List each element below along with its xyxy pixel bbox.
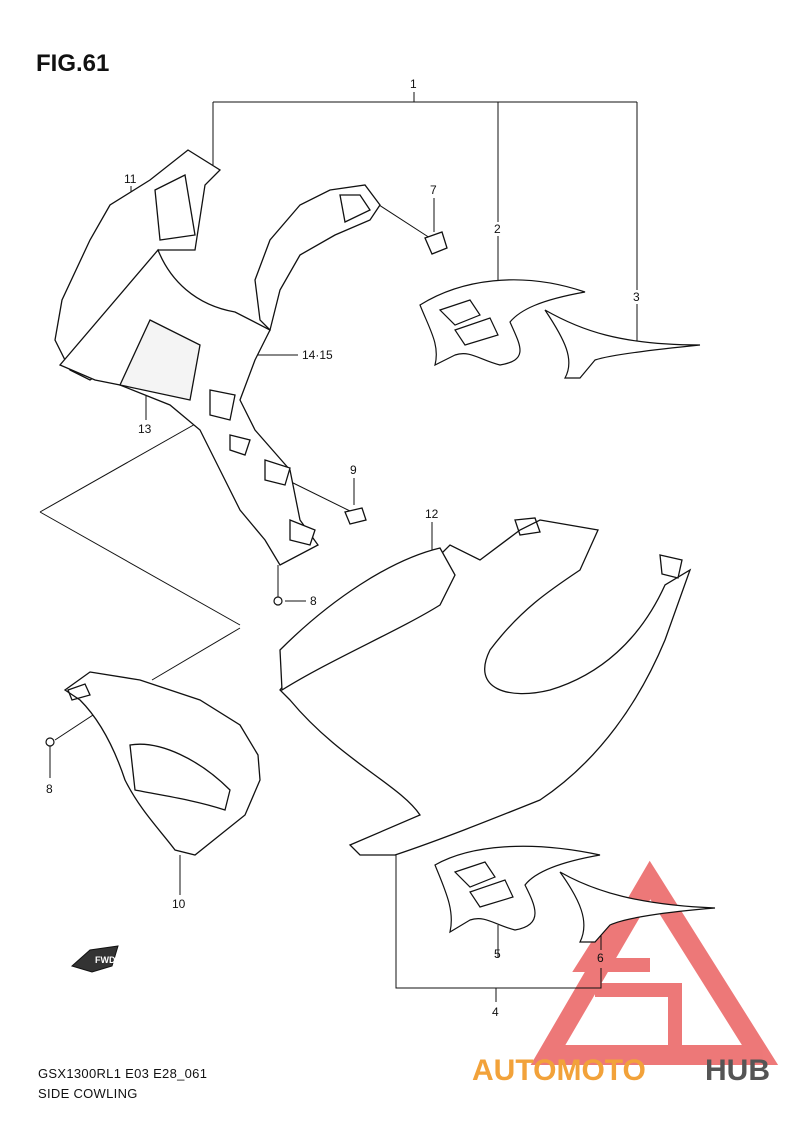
callout-7: 7 xyxy=(430,183,437,197)
callout-9: 9 xyxy=(350,463,357,477)
nut-9 xyxy=(344,507,367,525)
leader-lines xyxy=(39,92,638,1002)
watermark-text: AUTOMOTO HUB xyxy=(472,1054,770,1087)
decal-6 xyxy=(559,871,716,943)
callout-3: 3 xyxy=(633,290,640,304)
callout-11: 11 xyxy=(124,172,137,186)
callout-5: 5 xyxy=(494,947,501,961)
decal-5 xyxy=(434,845,601,934)
inner-panel-11 xyxy=(54,149,319,566)
decal-2 xyxy=(419,279,586,367)
callout-4: 4 xyxy=(492,1005,499,1019)
callout-2: 2 xyxy=(494,222,501,236)
callout-10: 10 xyxy=(172,897,186,911)
callout-6: 6 xyxy=(597,951,604,965)
callout-1: 1 xyxy=(410,77,417,91)
side-cowling-12 xyxy=(279,517,692,856)
section-name: SIDE COWLING xyxy=(38,1086,138,1101)
callout-13: 13 xyxy=(138,422,152,436)
callout-12: 12 xyxy=(425,507,439,521)
callout-8-lower: 8 xyxy=(46,782,53,796)
watermark-part1: AUTOMOTO xyxy=(472,1054,646,1087)
fwd-arrow-icon: FWD xyxy=(70,945,119,973)
watermark-logo xyxy=(530,860,779,1065)
decal-3 xyxy=(544,309,701,379)
watermark-part2: HUB xyxy=(705,1054,770,1087)
lower-panel-10 xyxy=(63,671,261,856)
inner-panel-14-15 xyxy=(254,184,381,332)
callout-8-upper: 8 xyxy=(310,594,317,608)
clip-7 xyxy=(424,231,448,255)
callout-labels: 1 2 3 4 5 6 7 8 8 9 10 11 12 13 14·15 xyxy=(46,77,640,1019)
rivet-8 xyxy=(45,596,283,747)
figure-title: FIG.61 xyxy=(36,50,110,77)
callout-14-15: 14·15 xyxy=(302,348,333,362)
fwd-label: FWD xyxy=(95,955,116,965)
model-code: GSX1300RL1 E03 E28_061 xyxy=(38,1066,208,1081)
